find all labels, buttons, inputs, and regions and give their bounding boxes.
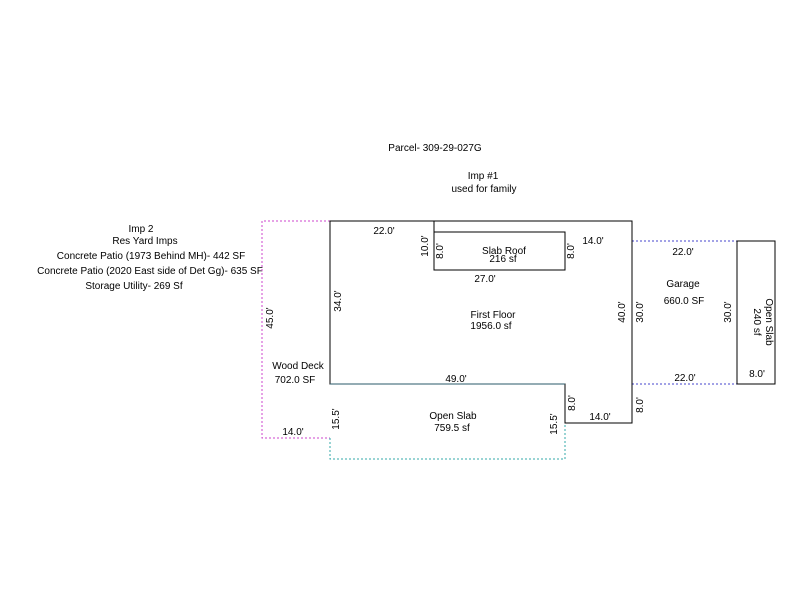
dim-notch-right-vertical: 8.0' — [567, 395, 578, 411]
dim-garage-bottom: 22.0' — [674, 373, 695, 384]
dim-sr-right: 8.0' — [566, 243, 577, 259]
wood-deck-outline — [261, 220, 330, 439]
dim-deck-bottom: 14.0' — [282, 427, 303, 438]
dim-garage-right: 30.0' — [723, 301, 734, 322]
slab-roof-outline — [433, 231, 566, 271]
slab-roof-area: 216 sf — [489, 254, 516, 265]
imp1-title: Imp #1 — [468, 171, 499, 182]
imp1-subtitle: used for family — [451, 184, 516, 195]
first-floor-name: First Floor — [471, 310, 517, 321]
slab-roof-name: Slab Roof — [482, 246, 526, 257]
parcel-id: Parcel- 309-29-027G — [388, 143, 482, 154]
imp2-item: Concrete Patio (1973 Behind MH)- 442 SF — [57, 251, 245, 262]
imp2-item: Storage Utility- 269 Sf — [85, 281, 182, 292]
open-slab-east-outline — [736, 240, 776, 385]
dim-ff-left: 34.0' — [333, 290, 344, 311]
imp2-subtitle: Res Yard Imps — [112, 236, 177, 247]
dim-sr-bottom: 27.0' — [474, 274, 495, 285]
wood-deck-name: Wood Deck — [272, 361, 325, 372]
imp2-title: Imp 2 — [128, 224, 153, 235]
wood-deck-area: 702.0 SF — [275, 375, 316, 386]
dim-ff-bottom: 49.0' — [445, 374, 466, 385]
dim-slab-right: 15.5' — [549, 413, 560, 434]
first-floor-area: 1956.0 sf — [470, 321, 511, 332]
dim-east-slab-bottom: 8.0' — [749, 369, 765, 380]
imp2-item: Concrete Patio (2020 East side of Det Gg… — [37, 266, 263, 277]
open-slab-south-area: 759.5 sf — [434, 423, 470, 434]
dim-deck-left: 45.0' — [265, 307, 276, 328]
dim-ff-right: 40.0' — [617, 301, 628, 322]
dim-garage-top: 22.0' — [672, 247, 693, 258]
open-slab-east-area: 240 sf — [751, 308, 762, 335]
dim-notch-right-bottom: 14.0' — [589, 412, 610, 423]
dim-sr-left-inner: 8.0' — [435, 243, 446, 259]
open-slab-south-outline — [329, 423, 566, 460]
garage-area: 660.0 SF — [664, 296, 705, 307]
open-slab-east-name: Open Slab — [763, 298, 774, 346]
open-slab-south-name: Open Slab — [429, 411, 477, 422]
garage-name: Garage — [666, 279, 700, 290]
dim-garage-lower-left: 8.0' — [635, 397, 646, 413]
dim-sr-left-outer: 10.0' — [420, 235, 431, 256]
dim-notch-right-top: 14.0' — [582, 236, 603, 247]
dim-slab-left: 15.5' — [331, 408, 342, 429]
dim-garage-left: 30.0' — [635, 301, 646, 322]
dim-ff-top: 22.0' — [373, 226, 394, 237]
